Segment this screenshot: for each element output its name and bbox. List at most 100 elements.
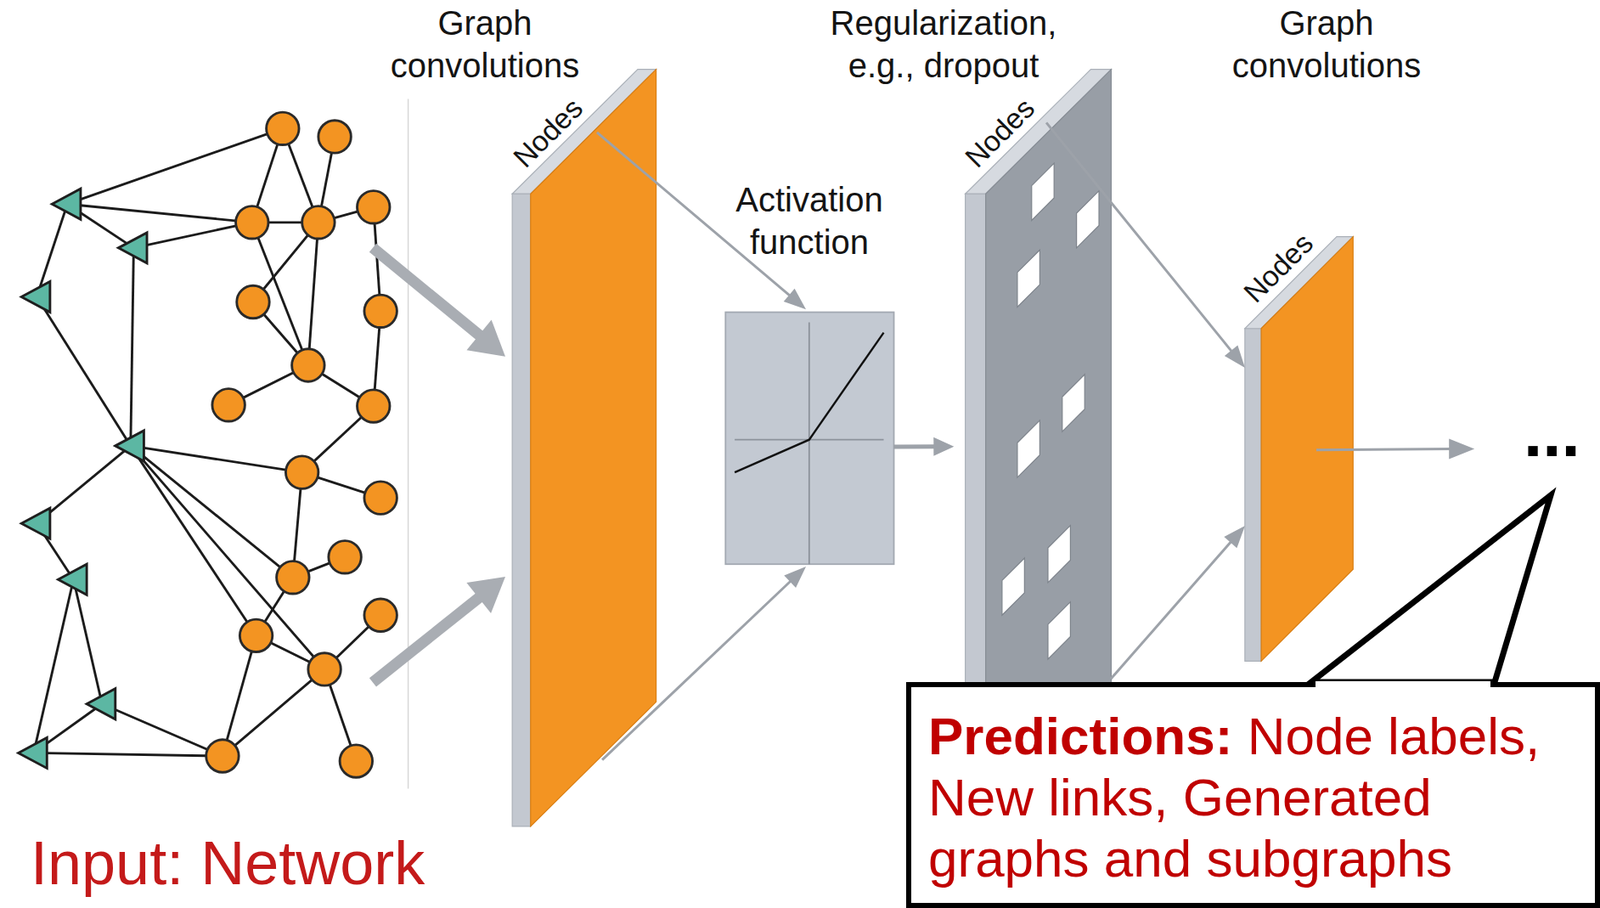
nodes-label: Nodes xyxy=(958,91,1041,174)
connector-arrow xyxy=(597,132,806,310)
network-node-circle xyxy=(276,561,310,594)
network-node-circle xyxy=(236,285,270,318)
arrow-line xyxy=(1316,448,1452,450)
network-edge xyxy=(130,445,257,636)
network-input: Input: Network xyxy=(16,110,400,901)
graph-conv-layer: Graph convolutionsNodes xyxy=(1245,236,1353,662)
panel-side xyxy=(512,193,531,827)
network-node-circle xyxy=(239,619,272,652)
connector-head xyxy=(1223,525,1246,548)
output-arrow xyxy=(1316,438,1475,459)
connector-head xyxy=(783,288,806,310)
connector-line xyxy=(1046,122,1233,352)
callout-pointer-shape xyxy=(1311,495,1551,682)
network-edge xyxy=(130,247,135,446)
connector-arrow xyxy=(893,437,954,457)
activation-box: Activation function xyxy=(725,312,894,564)
connector-head xyxy=(783,566,806,588)
network-node-circle xyxy=(364,294,397,327)
network-edge xyxy=(36,203,68,297)
predictions-heading: Predictions: xyxy=(928,706,1233,766)
dropout-hole xyxy=(1047,602,1071,660)
network-node-circle xyxy=(364,481,397,514)
activation-heading: Activation function xyxy=(707,178,912,264)
callout-pointer xyxy=(906,486,1600,691)
network-edge xyxy=(222,635,257,756)
network-node-circle xyxy=(357,191,390,224)
network-node-circle xyxy=(308,653,341,686)
connector-arrow xyxy=(372,247,506,357)
network-node-triangle xyxy=(57,563,87,595)
input-label: Input: Network xyxy=(30,828,425,898)
network-node-circle xyxy=(212,388,245,422)
connector-line xyxy=(1110,540,1232,679)
network-edge xyxy=(222,669,325,756)
network-node-circle xyxy=(302,206,335,239)
network-node-triangle xyxy=(86,688,116,720)
dropout-hole xyxy=(1017,249,1040,307)
layer-heading: Graph convolutions xyxy=(1216,1,1437,87)
dropout-hole xyxy=(1076,191,1099,248)
connector-head xyxy=(466,320,506,357)
connector-head xyxy=(933,437,954,457)
network-node-circle xyxy=(364,598,397,631)
activation-plot xyxy=(725,312,894,565)
connector-line xyxy=(602,580,792,760)
connector-line xyxy=(372,247,481,337)
network-vertices xyxy=(18,112,398,778)
activation-curve xyxy=(734,332,884,474)
network-node-circle xyxy=(206,739,239,772)
network-illustration xyxy=(18,112,398,778)
network-node-circle xyxy=(236,206,269,239)
network-node-triangle xyxy=(118,232,147,264)
panel-face xyxy=(530,69,657,827)
dropout-hole xyxy=(1017,420,1040,478)
graph-conv-layer: Graph convolutionsNodes xyxy=(512,69,657,827)
divider-line xyxy=(407,99,409,789)
graph-conv-panel xyxy=(512,69,656,827)
connector-arrow xyxy=(372,576,506,682)
network-node-triangle xyxy=(21,507,51,539)
connector-line xyxy=(893,444,936,449)
callout-text-block: Predictions:Node labels, New links, Gene… xyxy=(928,705,1574,890)
activation-box xyxy=(725,312,894,565)
network-node-circle xyxy=(339,744,372,778)
panel-side xyxy=(1245,328,1262,662)
connector-arrow xyxy=(602,566,806,761)
network-node-circle xyxy=(318,120,351,153)
network-edges xyxy=(33,128,382,761)
network-node-triangle xyxy=(115,430,145,462)
network-node-circle xyxy=(292,349,325,382)
dropout-holes xyxy=(1002,163,1099,660)
nodes-label: Nodes xyxy=(1237,226,1319,309)
network-edge xyxy=(130,445,293,578)
network-edge xyxy=(101,704,223,756)
network-node-circle xyxy=(357,389,390,423)
network-edge xyxy=(73,579,103,705)
dropout-hole xyxy=(1031,163,1054,220)
network-node-circle xyxy=(285,456,318,489)
dropout-hole xyxy=(1002,557,1025,615)
network-node-circle xyxy=(266,112,299,145)
network-node-triangle xyxy=(51,188,81,220)
network-edge xyxy=(133,222,252,248)
dropout-hole xyxy=(1047,525,1071,583)
network-edge xyxy=(130,445,325,670)
plot-axis xyxy=(808,322,811,565)
continuation-ellipsis: ... xyxy=(1523,399,1581,468)
predictions-callout: Predictions:Node labels, New links, Gene… xyxy=(906,681,1600,908)
regularization-heading: Regularization, e.g., dropout xyxy=(816,1,1071,87)
network-edge xyxy=(67,128,283,204)
arrow-head xyxy=(1448,438,1475,459)
network-edge xyxy=(67,203,252,223)
layer-heading: Graph convolutions xyxy=(374,1,596,87)
network-node-triangle xyxy=(18,737,48,768)
connector-head xyxy=(1224,345,1246,368)
network-edge xyxy=(33,579,74,753)
connector-arrow xyxy=(1110,525,1246,679)
network-node-circle xyxy=(328,540,361,574)
network-edge xyxy=(130,445,303,473)
connector-line xyxy=(372,597,480,683)
dropout-hole xyxy=(1062,374,1085,432)
connector-arrow xyxy=(1046,122,1246,368)
